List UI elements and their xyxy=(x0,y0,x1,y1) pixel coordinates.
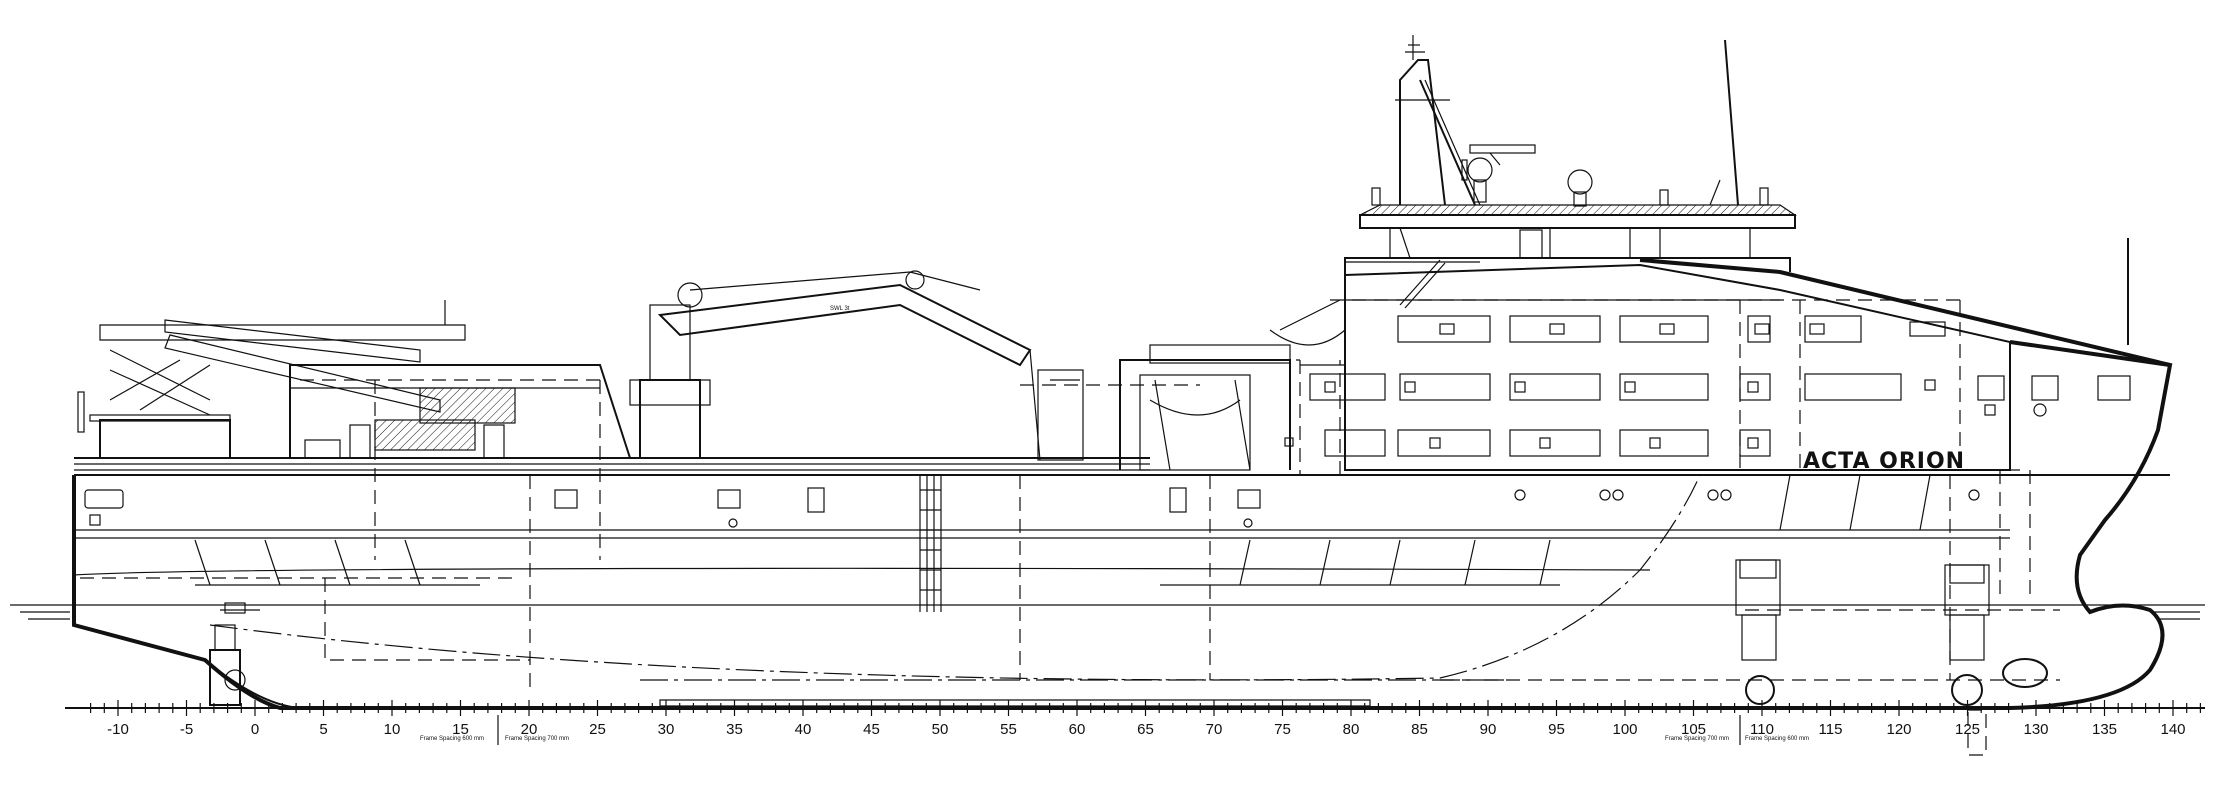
frame-scale: -10 -5 0 5 10 15 20 25 30 35 40 45 50 55 60 65 70 75 80 85 9… xyxy=(65,700,2205,738)
scale-label: 135 xyxy=(2092,721,2117,738)
frame-spacing-note-3: Frame Spacing 700 mm xyxy=(1665,736,1729,742)
scale-label: 5 xyxy=(319,721,327,738)
main-deck-railing xyxy=(74,457,1150,471)
hull-ladder xyxy=(919,475,942,612)
thruster-units xyxy=(1735,559,2048,756)
scale-label: 120 xyxy=(1886,721,1911,738)
scale-label: 90 xyxy=(1480,721,1497,738)
scale-label: 30 xyxy=(658,721,675,738)
scale-label: -5 xyxy=(180,721,193,738)
scale-label: 105 xyxy=(1681,721,1706,738)
aft-lattice-crane xyxy=(77,300,466,459)
scale-label: 65 xyxy=(1137,721,1154,738)
scale-label: 45 xyxy=(863,721,880,738)
frame-spacing-note-4: Frame Spacing 600 mm xyxy=(1745,736,1809,742)
scale-label: 60 xyxy=(1069,721,1086,738)
scale-label: 0 xyxy=(251,721,259,738)
scale-label: 115 xyxy=(1819,721,1843,738)
frame-spacing-notes: Frame Spacing 600 mm Frame Spacing 700 m… xyxy=(420,715,1809,745)
hull xyxy=(72,340,2173,710)
superstructure xyxy=(1284,258,2171,471)
scale-label: 125 xyxy=(1955,721,1980,738)
scale-label: 110 xyxy=(1750,721,1774,738)
bridge xyxy=(1344,157,1797,309)
scale-label: 55 xyxy=(1000,721,1017,738)
scale-label: 100 xyxy=(1612,721,1637,738)
scale-label: 130 xyxy=(2023,721,2048,738)
scale-label: 75 xyxy=(1274,721,1291,738)
hull-side-openings xyxy=(84,487,1980,528)
aft-deckhouse xyxy=(289,364,632,459)
main-crane: SWL 3t xyxy=(629,270,1084,461)
mast xyxy=(1395,35,2129,345)
scale-label: 10 xyxy=(384,721,401,738)
scale-label: 85 xyxy=(1411,721,1428,738)
scale-label: 15 xyxy=(452,721,469,738)
frame-spacing-note-2: Frame Spacing 700 mm xyxy=(505,736,569,742)
scale-label: 95 xyxy=(1548,721,1565,738)
scale-label: 80 xyxy=(1343,721,1360,738)
waterline xyxy=(10,604,2205,620)
scale-label: 40 xyxy=(795,721,812,738)
scale-label: 35 xyxy=(726,721,743,738)
scale-label: 140 xyxy=(2160,721,2185,738)
launch-system xyxy=(1119,299,1346,471)
frame-spacing-note-1: Frame Spacing 600 mm xyxy=(420,736,484,742)
scale-label: 50 xyxy=(932,721,949,738)
scale-label: 70 xyxy=(1206,721,1223,738)
internal-compartments xyxy=(80,299,2060,690)
crane-swl-label: SWL 3t xyxy=(830,306,850,312)
rudder-propeller xyxy=(209,602,260,706)
scale-label: -10 xyxy=(107,721,129,738)
ship-name: ACTA ORION xyxy=(1803,449,1965,474)
scale-label: 25 xyxy=(589,721,606,738)
scale-label: 20 xyxy=(521,721,538,738)
